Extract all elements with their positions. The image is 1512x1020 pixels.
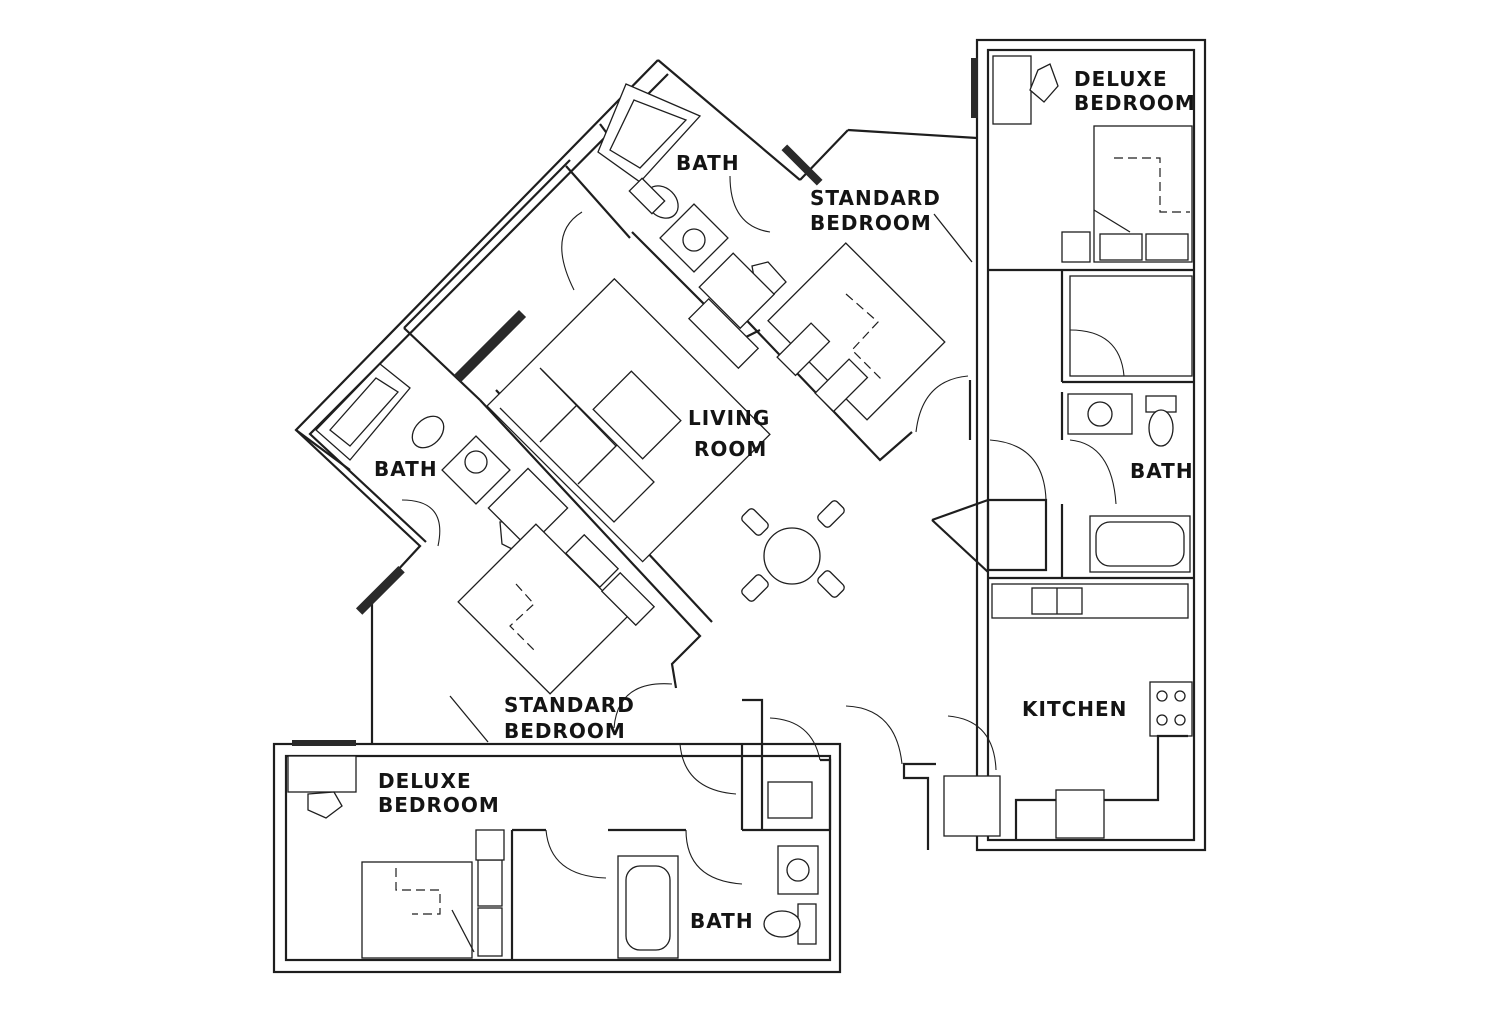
bath-left-fixtures bbox=[315, 363, 511, 547]
bottom-wing-walls bbox=[272, 698, 842, 974]
deluxe-bedroom-bottom-label-1: DELUXE bbox=[378, 769, 472, 793]
standard-bedroom-top-label-2: BEDROOM bbox=[810, 211, 932, 235]
window bbox=[292, 740, 356, 746]
bath-right-fixtures bbox=[1067, 329, 1191, 573]
standard-bedroom-bottom-furniture bbox=[449, 467, 737, 795]
right-wing-walls bbox=[975, 38, 1207, 852]
kitchen-fixtures bbox=[845, 583, 1193, 850]
bath-right-label: BATH bbox=[1130, 459, 1194, 483]
room-labels: DELUXE BEDROOM BATH STANDARD BEDROOM LIV… bbox=[374, 67, 1196, 933]
bath-left-label: BATH bbox=[374, 457, 438, 481]
living-room-furniture bbox=[486, 277, 845, 602]
standard-bedroom-bottom-label-1: STANDARD bbox=[504, 693, 635, 717]
deluxe-bedroom-top-furniture bbox=[992, 55, 1193, 377]
deluxe-bedroom-top-label-1: DELUXE bbox=[1074, 67, 1168, 91]
standard-bedroom-top-furniture bbox=[687, 242, 946, 421]
diagonal-walls bbox=[294, 59, 913, 744]
window bbox=[781, 144, 823, 186]
standard-bedroom-top-label-1: STANDARD bbox=[810, 186, 941, 210]
window bbox=[453, 309, 527, 383]
window bbox=[355, 565, 405, 615]
bath-top-fixtures bbox=[561, 83, 771, 291]
deluxe-bedroom-top-label-2: BEDROOM bbox=[1074, 91, 1196, 115]
bath-top-label: BATH bbox=[676, 151, 740, 175]
deluxe-bedroom-bottom-label-2: BEDROOM bbox=[378, 793, 500, 817]
window bbox=[971, 58, 978, 118]
bath-bottom-label: BATH bbox=[690, 909, 754, 933]
bath-bottom-fixtures bbox=[617, 717, 821, 959]
kitchen-label: KITCHEN bbox=[1022, 697, 1127, 721]
living-room-label-1: LIVING bbox=[688, 406, 770, 430]
living-room-label-2: ROOM bbox=[694, 437, 767, 461]
standard-bedroom-bottom-label-2: BEDROOM bbox=[504, 719, 626, 743]
deluxe-bedroom-bottom-furniture bbox=[287, 755, 607, 959]
